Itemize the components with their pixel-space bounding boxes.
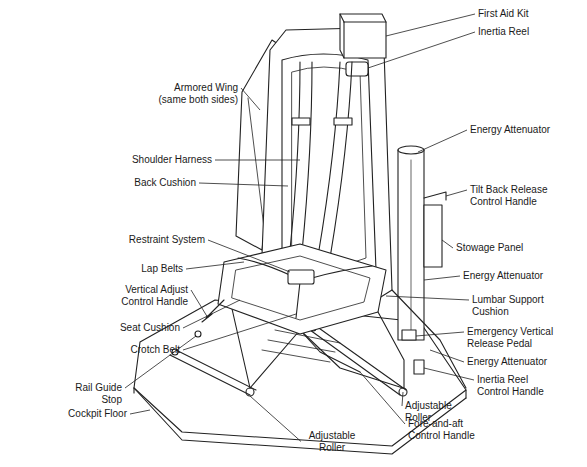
seat-pan bbox=[218, 244, 386, 334]
shoulder-harness bbox=[318, 62, 340, 256]
inertia-reel-handle bbox=[414, 360, 424, 374]
leader-line bbox=[386, 14, 475, 36]
part-label: Back Cushion bbox=[134, 177, 196, 189]
roller bbox=[246, 388, 254, 396]
part-label: Fore-and-aft Control Handle bbox=[408, 418, 484, 441]
leader-line bbox=[125, 336, 196, 388]
leader-line bbox=[130, 410, 150, 414]
diagonal-strut bbox=[392, 290, 466, 388]
lap-belt bbox=[312, 266, 372, 278]
leader-line bbox=[386, 296, 469, 300]
part-label: Shoulder Harness bbox=[132, 154, 212, 166]
part-label: Cockpit Floor bbox=[68, 408, 127, 420]
part-label: Seat Cushion bbox=[120, 322, 180, 334]
leader-line bbox=[416, 332, 464, 336]
floor-edge bbox=[133, 388, 134, 393]
floor-edge bbox=[465, 390, 466, 398]
leader-line bbox=[183, 314, 296, 350]
crotch-belt bbox=[296, 282, 300, 318]
leader-line bbox=[424, 368, 474, 380]
leader-line bbox=[442, 240, 453, 248]
leader-line bbox=[446, 190, 467, 196]
part-label: Inertia Reel bbox=[478, 26, 529, 38]
inertia-reel bbox=[346, 62, 368, 76]
part-label: Crotch Belt bbox=[131, 344, 180, 356]
leader-line bbox=[360, 372, 405, 424]
stowage-panel bbox=[424, 205, 442, 267]
control-handle bbox=[202, 300, 224, 322]
leader-line bbox=[186, 262, 244, 269]
part-label: Restraint System bbox=[129, 234, 205, 246]
leader-line bbox=[241, 88, 260, 110]
seat-cushion bbox=[232, 256, 370, 320]
part-label: Inertia Reel Control Handle bbox=[477, 374, 553, 397]
leader-line bbox=[402, 392, 403, 406]
part-label: Stowage Panel bbox=[456, 242, 523, 254]
leader-line bbox=[250, 396, 301, 442]
part-label: Energy Attenuator bbox=[470, 124, 550, 136]
part-label: First Aid Kit bbox=[478, 8, 529, 20]
restraint-buckle bbox=[288, 270, 314, 284]
leader-line bbox=[424, 276, 460, 280]
cross-brace bbox=[262, 330, 340, 362]
part-label: Rail Guide Stop bbox=[70, 382, 122, 405]
leader-line bbox=[199, 183, 288, 186]
part-label: Emergency Vertical Release Pedal bbox=[467, 326, 567, 349]
shoulder-harness bbox=[302, 62, 312, 252]
leader-line bbox=[418, 130, 467, 152]
lap-belt bbox=[238, 258, 292, 276]
energy-attenuator bbox=[398, 150, 424, 340]
rail bbox=[170, 355, 250, 395]
energy-attenuator bbox=[398, 146, 424, 154]
part-label: Lumbar Support Cushion bbox=[472, 294, 552, 317]
harness-buckle bbox=[292, 118, 310, 125]
first-aid-kit bbox=[344, 21, 386, 22]
strut bbox=[250, 330, 403, 388]
harness-buckle bbox=[334, 118, 352, 125]
rail bbox=[176, 350, 256, 390]
release-pedal bbox=[402, 330, 416, 340]
leader-line bbox=[183, 300, 240, 328]
leader-line bbox=[430, 350, 464, 362]
first-aid-kit bbox=[340, 14, 386, 58]
part-label: Adjustable Roller bbox=[304, 430, 360, 453]
part-label: Vertical Adjust Control Handle bbox=[112, 284, 188, 307]
first-aid-kit bbox=[340, 14, 344, 22]
diagonal-strut bbox=[378, 312, 404, 388]
shoulder-harness bbox=[290, 62, 300, 250]
leader-line bbox=[191, 290, 208, 318]
tilt-back-handle bbox=[424, 192, 446, 200]
part-label: Armored Wing (same both sides) bbox=[152, 82, 238, 105]
first-aid-kit bbox=[343, 22, 344, 58]
leader-line bbox=[368, 32, 475, 68]
part-label: Tilt Back Release Control Handle bbox=[470, 184, 558, 207]
leader-line bbox=[208, 240, 290, 272]
part-label: Energy Attenuator bbox=[467, 356, 547, 368]
part-label: Energy Attenuator bbox=[463, 270, 543, 282]
leader-line bbox=[215, 160, 300, 161]
shoulder-harness bbox=[330, 62, 352, 258]
part-label: Lap Belts bbox=[141, 263, 183, 275]
